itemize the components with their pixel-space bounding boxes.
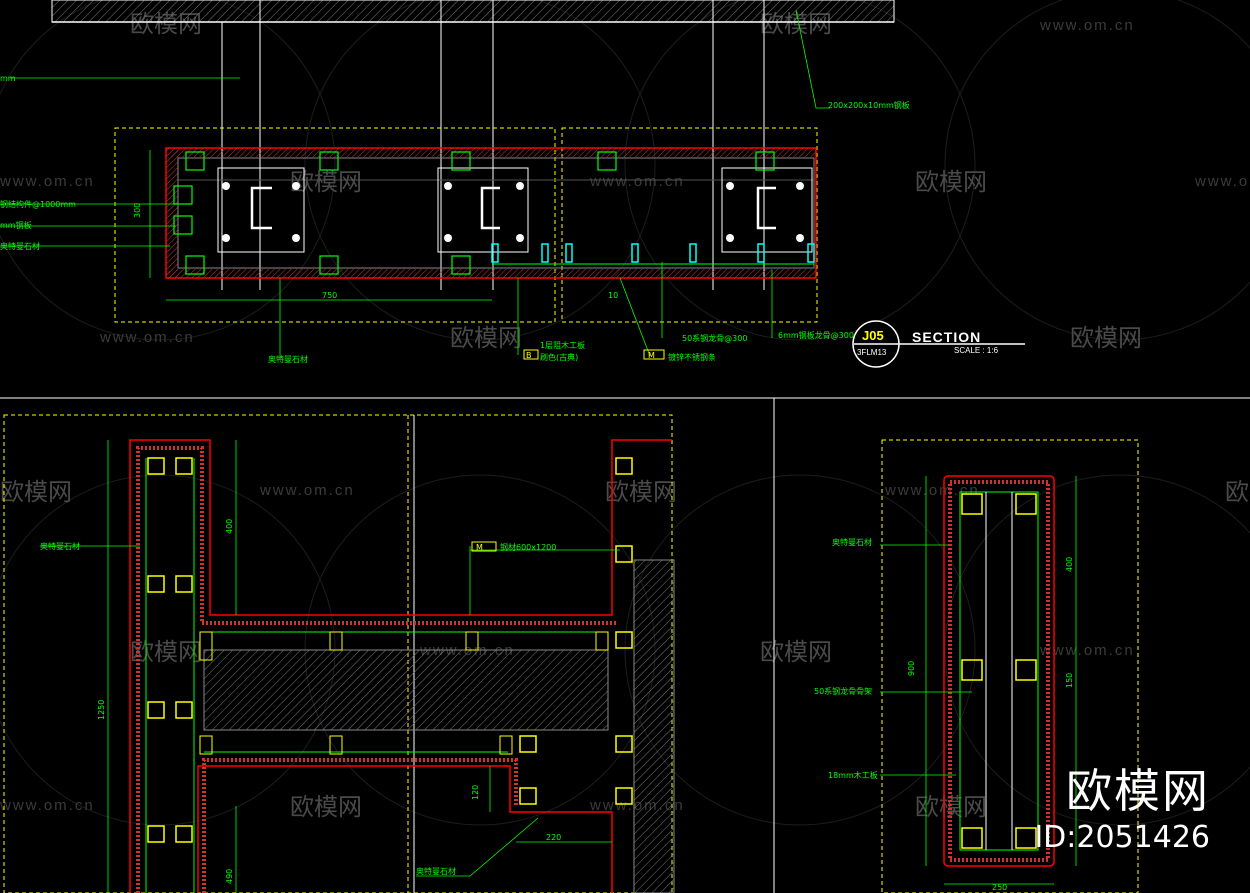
label-mid-tag: M bbox=[476, 543, 483, 552]
watermark-url: www.om.cn bbox=[0, 173, 95, 190]
watermark-cn: 欧模网 bbox=[915, 168, 987, 196]
label-code-b: B bbox=[526, 351, 532, 360]
dim-750: 750 bbox=[322, 291, 337, 300]
bottom-right-column: 400 900 150 250 奥特曼石材 50系钢龙骨骨架 18mm木工板 bbox=[814, 439, 1139, 893]
dim-right-250: 250 bbox=[992, 883, 1007, 892]
section-tag: J05 3FLM13 SECTION SCALE : 1:6 bbox=[852, 320, 1025, 368]
watermark-url: www.om.cn bbox=[1039, 17, 1135, 34]
label-right-board: 18mm木工板 bbox=[828, 770, 878, 780]
model-id: ID:2051426 bbox=[1034, 820, 1210, 855]
watermark-url: www.om.cn bbox=[884, 482, 980, 499]
watermark-cn: 欧模网 bbox=[760, 638, 832, 666]
watermark-cn: 欧模网 bbox=[130, 638, 202, 666]
dim-right-400: 400 bbox=[1065, 557, 1074, 572]
label-right-stone: 奥特曼石材 bbox=[832, 537, 872, 547]
dim-490: 490 bbox=[225, 869, 234, 884]
section-title: SECTION bbox=[912, 329, 981, 345]
section-sheet: 3FLM13 bbox=[857, 348, 887, 357]
label-steel-strip: 镀锌不锈钢条 bbox=[668, 352, 716, 362]
dim-220: 220 bbox=[546, 833, 561, 842]
label-keel-50: 50系钢龙骨@300 bbox=[682, 333, 747, 343]
label-left-stone: 奥特曼石材 bbox=[0, 241, 40, 251]
watermark-url: www.om.cn bbox=[259, 482, 355, 499]
dim-right-150: 150 bbox=[1065, 673, 1074, 688]
watermark-cn: 欧模网 bbox=[290, 793, 362, 821]
section-scale: SCALE : 1:6 bbox=[954, 346, 999, 355]
section-code: J05 bbox=[862, 328, 884, 343]
watermark-cn: 欧模网 bbox=[1225, 478, 1250, 506]
label-bottom-stone: 奥特曼石材 bbox=[268, 354, 308, 364]
watermark-cn: 欧模网 bbox=[1070, 324, 1142, 352]
watermark-cn: 欧模网 bbox=[0, 478, 72, 506]
label-left-top: mm bbox=[0, 74, 16, 83]
label-code-m: M bbox=[648, 351, 655, 360]
watermark-url: www.om.cn bbox=[99, 329, 195, 346]
brand-logo-text: 欧模网 bbox=[1066, 764, 1210, 818]
watermark-url: www.om.cn bbox=[1194, 173, 1250, 190]
label-left-steel: 钢结构件@1000mm bbox=[0, 199, 76, 209]
label-left-plate: mm钢板 bbox=[0, 220, 32, 230]
label-mid-stone: 奥特曼石材 bbox=[40, 541, 80, 551]
top-section-detail: 300 750 10 200x200x10mm钢板 mm 钢结构件@1000mm… bbox=[0, 0, 910, 364]
watermark-url: www.om.cn bbox=[1039, 642, 1135, 659]
label-bottom-stone2: 奥特曼石材 bbox=[416, 866, 456, 876]
watermark-url: www.om.cn bbox=[589, 173, 685, 190]
dim-right-900: 900 bbox=[907, 661, 916, 676]
dim-120: 120 bbox=[471, 785, 480, 800]
dim-300: 300 bbox=[133, 203, 142, 218]
watermark-url: www.om.cn bbox=[0, 797, 95, 814]
label-wood: 1层阻木工板 bbox=[540, 340, 585, 350]
label-keel-6mm: 6mm钢板龙骨@300 bbox=[778, 330, 854, 340]
watermark-cn: 欧模网 bbox=[290, 168, 362, 196]
label-mid-note: 钢材600x1200 bbox=[500, 542, 556, 552]
dim-10: 10 bbox=[608, 291, 618, 300]
watermark-cn: 欧模网 bbox=[450, 324, 522, 352]
label-paint: 刷色(古典) bbox=[540, 352, 578, 362]
label-right-keel: 50系钢龙骨骨架 bbox=[814, 686, 872, 696]
dim-1250: 1250 bbox=[97, 700, 106, 720]
bottom-left-plan: 400 1250 120 220 490 奥特曼石材 M 钢材600x1200 … bbox=[3, 414, 675, 893]
watermark-cn: 欧模网 bbox=[605, 478, 677, 506]
dim-400: 400 bbox=[225, 519, 234, 534]
label-top-plate: 200x200x10mm钢板 bbox=[828, 100, 910, 110]
